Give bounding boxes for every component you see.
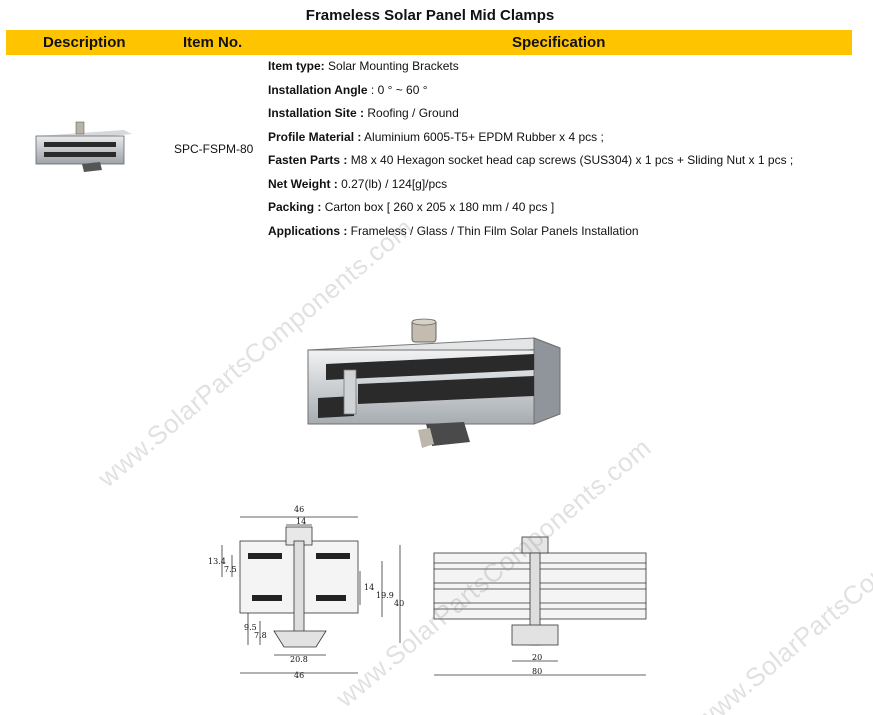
dim-side-inner: 20: [532, 653, 543, 662]
dim-h5: 40: [394, 599, 405, 608]
technical-drawing-side: 20 80: [428, 533, 650, 683]
spec-item-type: Item type: Solar Mounting Brackets: [268, 59, 459, 73]
spec-list: Item type: Solar Mounting Brackets Insta…: [268, 59, 858, 247]
dim-top-inner: 14: [296, 517, 307, 526]
spec-packing: Packing : Carton box [ 260 x 205 x 180 m…: [268, 200, 555, 214]
dim-h6: 9.5: [244, 623, 257, 632]
spec-fasten-parts: Fasten Parts : M8 x 40 Hexagon socket he…: [268, 153, 794, 167]
dim-side-width: 80: [532, 667, 543, 676]
product-thumbnail: [35, 121, 132, 172]
dim-top-width: 46: [294, 505, 305, 514]
header-specification: Specification: [512, 34, 606, 51]
page-title: Frameless Solar Panel Mid Clamps: [305, 7, 555, 24]
dim-h2: 7.5: [224, 565, 237, 574]
dim-bottom-inner: 20.8: [290, 655, 308, 664]
header-description: Description: [43, 34, 126, 51]
technical-drawing-front: 46 14 13.4 7.5 14 19.9 40 9.5 7.8 20.8 4…: [208, 505, 418, 683]
spec-profile-material: Profile Material : Aluminium 6005-T5+ EP…: [268, 129, 604, 144]
spec-installation-site: Installation Site : Roofing / Ground: [268, 106, 459, 120]
item-no: SPC-FSPM-80: [174, 142, 254, 156]
spec-applications: Applications : Frameless / Glass / Thin …: [268, 223, 639, 238]
table-header: Description Item No. Specification: [6, 30, 852, 55]
dim-bottom-width: 46: [294, 671, 305, 680]
spec-installation-angle: Installation Angle : 0 ° ~ 60 °: [268, 82, 428, 97]
dim-h4: 19.9: [376, 591, 394, 600]
product-image-large: [307, 318, 561, 448]
watermark: www.SolarPartsComponents.com: [690, 454, 873, 715]
dim-h3: 14: [364, 583, 375, 592]
dim-h7: 7.8: [254, 631, 267, 640]
dim-h1: 13.4: [208, 557, 226, 566]
spec-net-weight: Net Weight : 0.27(lb) / 124[g]/pcs: [268, 176, 448, 191]
header-item-no: Item No.: [183, 34, 243, 51]
